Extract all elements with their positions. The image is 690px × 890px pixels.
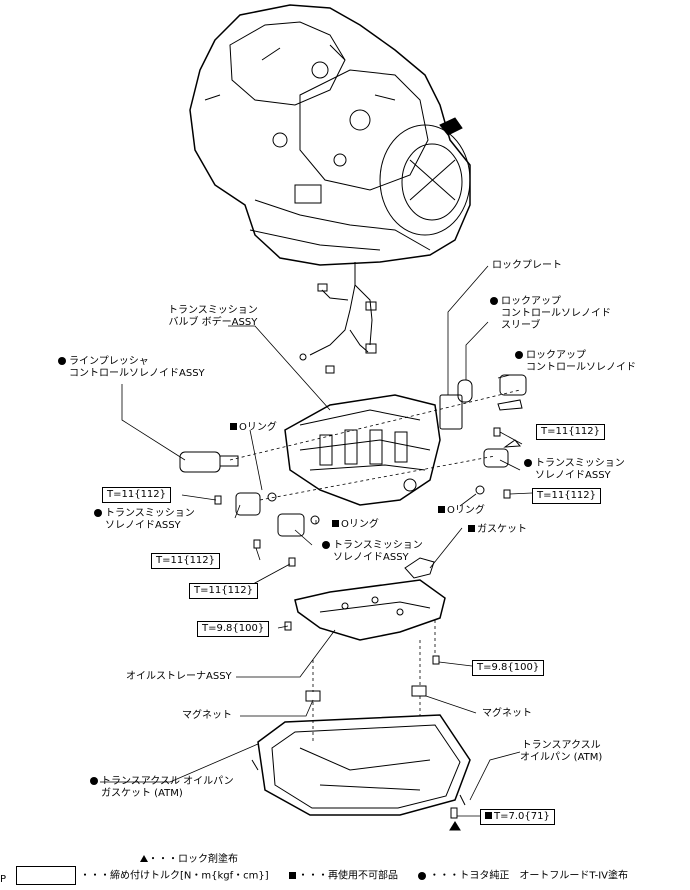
legend: ・・・ロック剤塗布 ・・・締め付けトルク[N・m{kgf・cm}] ・・・再使用… bbox=[0, 846, 690, 890]
torque-legend-box bbox=[16, 866, 76, 885]
torque-spec-strainer-bolt-left: T=9.8{100} bbox=[197, 621, 270, 637]
transaxle-housing bbox=[189, 4, 471, 266]
corner-mark: P bbox=[0, 874, 7, 885]
label-o-ring-2: Oリング bbox=[332, 519, 379, 531]
label-o-ring-3: Oリング bbox=[438, 505, 485, 517]
lockup-sleeve bbox=[457, 379, 473, 403]
torque-spec-line-pressure-bolt: T=11{112} bbox=[102, 487, 172, 503]
lock-plate bbox=[439, 394, 463, 430]
valve-body bbox=[284, 394, 441, 506]
trans-solenoid-mid bbox=[277, 513, 305, 537]
label-magnet-right: マグネット bbox=[482, 708, 532, 719]
magnet-right bbox=[411, 685, 427, 697]
toyota-fluid-bullet bbox=[515, 351, 523, 359]
non-reusable-bullet bbox=[485, 812, 492, 819]
label-lock-plate: ロックプレート bbox=[492, 260, 562, 271]
torque-spec-trans-solenoid-mid-bolt: T=11{112} bbox=[189, 583, 259, 599]
o-ring-3 bbox=[475, 485, 485, 495]
label-trans-solenoid-mid: トランスミッション ソレノイドASSY bbox=[322, 540, 423, 564]
torque-spec-oil-pan-bolt: T=7.0{71} bbox=[480, 809, 555, 825]
oil-strainer bbox=[294, 579, 446, 641]
non-reusable-bullet bbox=[230, 423, 237, 430]
trans-solenoid-left bbox=[235, 492, 261, 516]
lockup-solenoid bbox=[497, 374, 527, 411]
torque-spec-lockup-bolt: T=11{112} bbox=[536, 424, 606, 440]
non-reusable-symbol bbox=[289, 871, 297, 879]
torque-spec-trans-solenoid-left-bolt: T=11{112} bbox=[151, 553, 221, 569]
toyota-fluid-bullet bbox=[94, 509, 102, 517]
toyota-fluid-bullet bbox=[90, 777, 98, 785]
label-magnet-left: マグネット bbox=[182, 710, 232, 721]
o-ring-2 bbox=[310, 515, 320, 525]
legend-toyota-fluid: ・・・トヨタ純正 オートフルードT-IV塗布 bbox=[429, 870, 628, 882]
label-lockup-sleeve: ロックアップ コントロールソレノイド スリーブ bbox=[490, 296, 611, 332]
oil-pan bbox=[251, 714, 471, 816]
lock-agent-symbol bbox=[140, 855, 148, 862]
label-trans-solenoid-left: トランスミッション ソレノイドASSY bbox=[94, 508, 195, 532]
line-pressure-solenoid bbox=[179, 451, 239, 473]
legend-lock-agent: ・・・ロック剤塗布 bbox=[140, 850, 238, 865]
legend-torque: ・・・締め付けトルク[N・m{kgf・cm}] bbox=[80, 870, 269, 882]
label-oil-strainer: オイルストレーナASSY bbox=[126, 671, 232, 682]
toyota-fluid-bullet bbox=[58, 357, 66, 365]
non-reusable-bullet bbox=[438, 506, 445, 513]
label-oil-pan: トランスアクスル オイルパン (ATM) bbox=[520, 740, 603, 763]
magnet-left bbox=[305, 690, 321, 702]
toyota-fluid-bullet bbox=[322, 541, 330, 549]
o-ring-1 bbox=[267, 492, 277, 502]
label-trans-solenoid-right: トランスミッション ソレノイドASSY bbox=[524, 458, 625, 482]
legend-row: ・・・締め付けトルク[N・m{kgf・cm}] ・・・再使用不可部品 ・・・トヨ… bbox=[16, 866, 628, 885]
non-reusable-bullet bbox=[468, 525, 475, 532]
torque-spec-trans-solenoid-right-bolt: T=11{112} bbox=[532, 488, 602, 504]
non-reusable-bullet bbox=[332, 520, 339, 527]
toyota-fluid-bullet bbox=[524, 459, 532, 467]
toyota-fluid-bullet bbox=[490, 297, 498, 305]
lock-agent-marker bbox=[449, 821, 461, 831]
torque-spec-strainer-bolt-right: T=9.8{100} bbox=[472, 660, 545, 676]
trans-solenoid-right bbox=[483, 439, 522, 468]
label-lockup-solenoid: ロックアップ コントロールソレノイド bbox=[515, 350, 636, 374]
label-valve-body: トランスミッション バルブ ボデーASSY bbox=[168, 305, 258, 328]
label-o-ring-1: Oリング bbox=[230, 422, 277, 434]
toyota-fluid-symbol bbox=[418, 871, 427, 880]
label-oil-pan-gasket: トランスアクスル オイルパン ガスケット (ATM) bbox=[90, 776, 234, 800]
wire-harness bbox=[299, 262, 377, 374]
legend-non-reusable: ・・・再使用不可部品 bbox=[298, 870, 399, 882]
label-gasket: ガスケット bbox=[468, 524, 527, 536]
label-line-pressure-solenoid: ラインプレッシャ コントロールソレノイドASSY bbox=[58, 356, 205, 380]
gasket bbox=[404, 557, 435, 579]
